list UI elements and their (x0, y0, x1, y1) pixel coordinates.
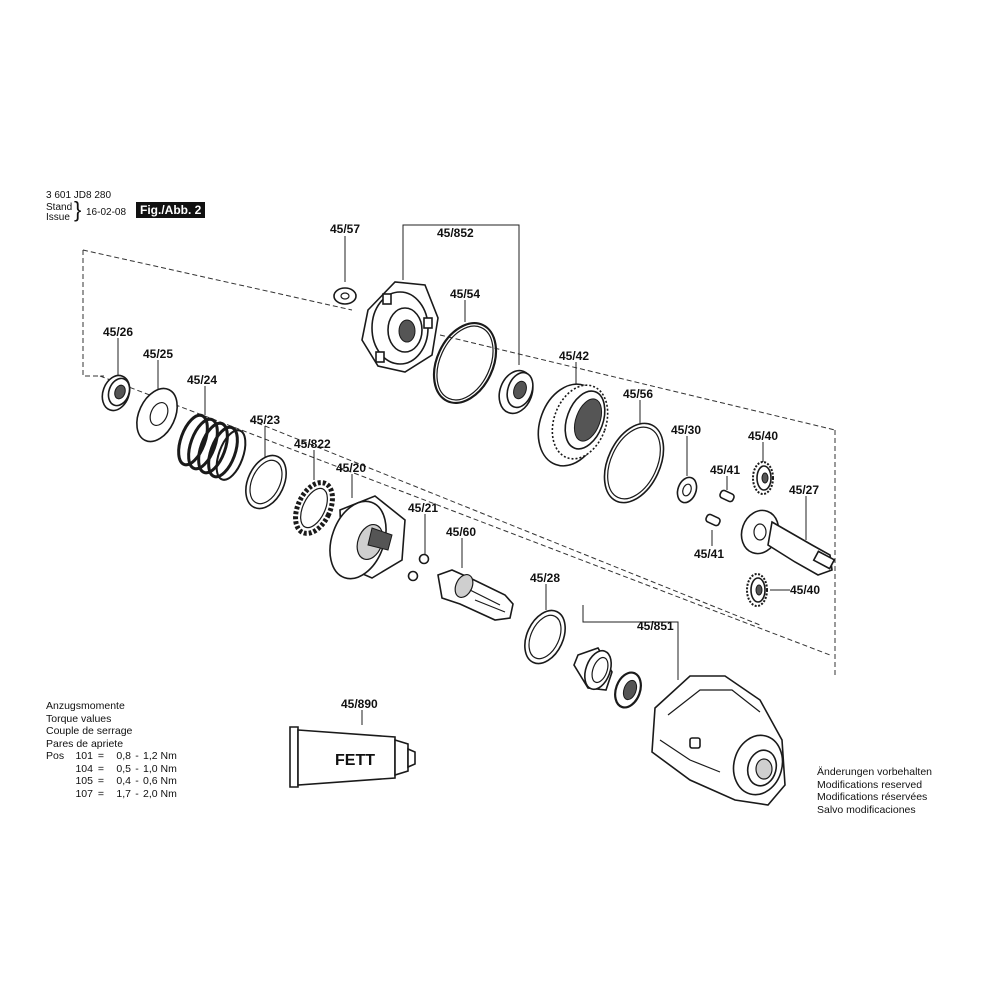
part-45-56-washer (603, 422, 665, 504)
part-45-21-balls (407, 553, 430, 582)
grease-tube-label: FETT (335, 752, 375, 769)
part-45-41-pin-bottom (705, 513, 721, 527)
modifications-de: Änderungen vorbehalten (817, 766, 933, 778)
part-45-27-spindle (740, 509, 836, 576)
label-45-41-bottom: 45/41 (694, 547, 724, 561)
part-45-41-pin-top (719, 489, 735, 503)
torque-eq: = (97, 750, 105, 762)
modifications-en: Modifications reserved (817, 778, 923, 791)
part-number: 3 601 JD8 280 (46, 190, 112, 201)
torque-min: 0,8 (116, 750, 131, 762)
label-45-852: 45/852 (437, 226, 474, 240)
label-45-21: 45/21 (408, 501, 438, 515)
pos-label: Pos (46, 750, 65, 762)
label-45-42: 45/42 (559, 349, 589, 363)
torque-min: 0,5 (116, 762, 131, 775)
label-45-30: 45/30 (671, 423, 701, 437)
part-45-851-sleeve (573, 647, 613, 691)
part-45-30-washer (676, 476, 698, 504)
part-45-20-hammer (329, 495, 406, 580)
label-45-57: 45/57 (330, 222, 360, 236)
leader-lines (117, 224, 807, 725)
part-45-40-planet-gear-bottom (746, 573, 768, 607)
label-45-40-top: 45/40 (748, 429, 778, 443)
label-45-56: 45/56 (623, 387, 653, 401)
torque-title-es: Pares de apriete (46, 737, 124, 750)
part-45-890-grease-tube: FETT (289, 726, 416, 788)
torque-dash: - (135, 750, 139, 762)
torque-row: 105 = 0,4 - 0,6 Nm (46, 775, 177, 788)
part-45-26-collar (101, 374, 131, 412)
torque-pos: 107 (75, 787, 93, 800)
issue-date: 16-02-08 (86, 207, 127, 218)
label-45-27: 45/27 (789, 483, 819, 497)
stand-label: Stand (46, 202, 73, 213)
torque-dash: - (135, 762, 139, 775)
modifications-es: Salvo modificaciones (817, 803, 916, 816)
label-45-60: 45/60 (446, 525, 476, 539)
part-45-40-planet-gear-top (752, 461, 774, 495)
torque-row: Pos 101 = 0,8 - 1,2 Nm (46, 750, 177, 763)
brace: } (74, 197, 82, 222)
part-45-28-washer (524, 609, 566, 665)
part-ball-bearing (498, 369, 534, 415)
label-45-41-top: 45/41 (710, 463, 740, 477)
torque-max: 0,6 Nm (143, 775, 177, 787)
part-45-822-ball-ring (293, 480, 335, 536)
torque-min: 0,4 (116, 775, 131, 787)
torque-max: 1,0 Nm (143, 762, 177, 775)
torque-pos: 101 (75, 750, 93, 762)
modifications-note: Änderungen vorbehalten Modifications res… (817, 766, 932, 816)
torque-eq: = (97, 775, 105, 787)
torque-title-de: Anzugsmomente (46, 700, 125, 712)
part-45-23-washer (245, 454, 287, 510)
label-45-20: 45/20 (336, 461, 366, 475)
label-45-25: 45/25 (143, 347, 173, 361)
torque-eq: = (97, 787, 105, 800)
part-45-54-oring (432, 322, 498, 404)
gear-housing (651, 675, 786, 806)
torque-eq: = (97, 762, 105, 775)
part-45-852-carrier (361, 281, 439, 373)
torque-min: 1,7 (116, 787, 131, 800)
label-45-26: 45/26 (103, 325, 133, 339)
label-45-23: 45/23 (250, 413, 280, 427)
part-45-57-washer (333, 287, 357, 305)
part-45-25-washer (136, 387, 178, 443)
part-45-24-spring (177, 413, 247, 481)
torque-row: 107 = 1,7 - 2,0 Nm (46, 787, 177, 801)
torque-pos: 105 (75, 775, 93, 787)
part-45-60-drive-shaft (437, 569, 514, 621)
torque-dash: - (135, 775, 139, 787)
torque-title-fr: Couple de serrage (46, 725, 133, 737)
issue-label: Issue (46, 212, 70, 223)
torque-values: Anzugsmomente Torque values Couple de se… (46, 700, 177, 801)
label-45-24: 45/24 (187, 373, 217, 387)
modifications-fr: Modifications réservées (817, 791, 928, 803)
label-45-890: 45/890 (341, 697, 378, 711)
label-45-851: 45/851 (637, 619, 674, 633)
torque-pos: 104 (75, 762, 93, 775)
part-45-42-ring-gear (537, 383, 609, 467)
label-45-822: 45/822 (294, 437, 331, 451)
label-45-28: 45/28 (530, 571, 560, 585)
figure-badge: Fig./Abb. 2 (136, 202, 206, 218)
part-45-851-seal (614, 671, 642, 709)
torque-row: 104 = 0,5 - 1,0 Nm (46, 762, 177, 776)
torque-title-en: Torque values (46, 712, 112, 725)
torque-max: 1,2 Nm (143, 750, 177, 762)
label-45-54: 45/54 (450, 287, 480, 301)
torque-max: 2,0 Nm (143, 787, 177, 800)
label-45-40-bottom: 45/40 (790, 583, 820, 597)
torque-dash: - (135, 787, 139, 800)
